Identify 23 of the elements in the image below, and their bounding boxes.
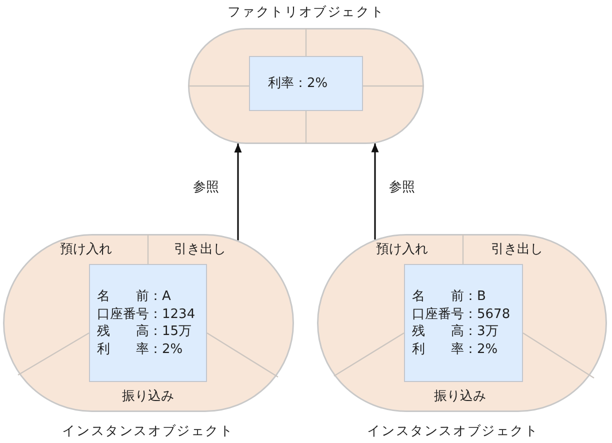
method-label: 振り込み — [434, 388, 486, 406]
method-label: 預け入れ — [60, 241, 112, 259]
method-label: 引き出し — [174, 241, 226, 259]
attribute-box — [89, 264, 207, 382]
object-heading: ファクトリオブジェクト — [227, 4, 385, 22]
attribute-text: 名 前：A — [97, 288, 171, 306]
attribute-text: 利率：2% — [268, 74, 328, 92]
attribute-text: 残 高：3万 — [412, 323, 498, 340]
attribute-box — [249, 56, 363, 111]
attribute-text: 利 率：2% — [412, 340, 498, 358]
attribute-text: 残 高：15万 — [97, 323, 192, 340]
attribute-box — [404, 264, 523, 382]
method-label: 振り込み — [122, 388, 174, 406]
attribute-text: 口座番号：1234 — [97, 306, 196, 323]
object-heading: インスタンスオブジェクト — [367, 423, 539, 441]
attribute-text: 口座番号：5678 — [412, 306, 510, 323]
attribute-text: 利 率：2% — [97, 340, 183, 358]
reference-arrow — [234, 143, 242, 240]
method-label: 引き出し — [491, 241, 543, 259]
reference-arrow — [371, 143, 379, 240]
method-label: 預け入れ — [376, 241, 428, 259]
attribute-text: 名 前：B — [412, 288, 486, 306]
object-heading: インスタンスオブジェクト — [62, 423, 234, 441]
